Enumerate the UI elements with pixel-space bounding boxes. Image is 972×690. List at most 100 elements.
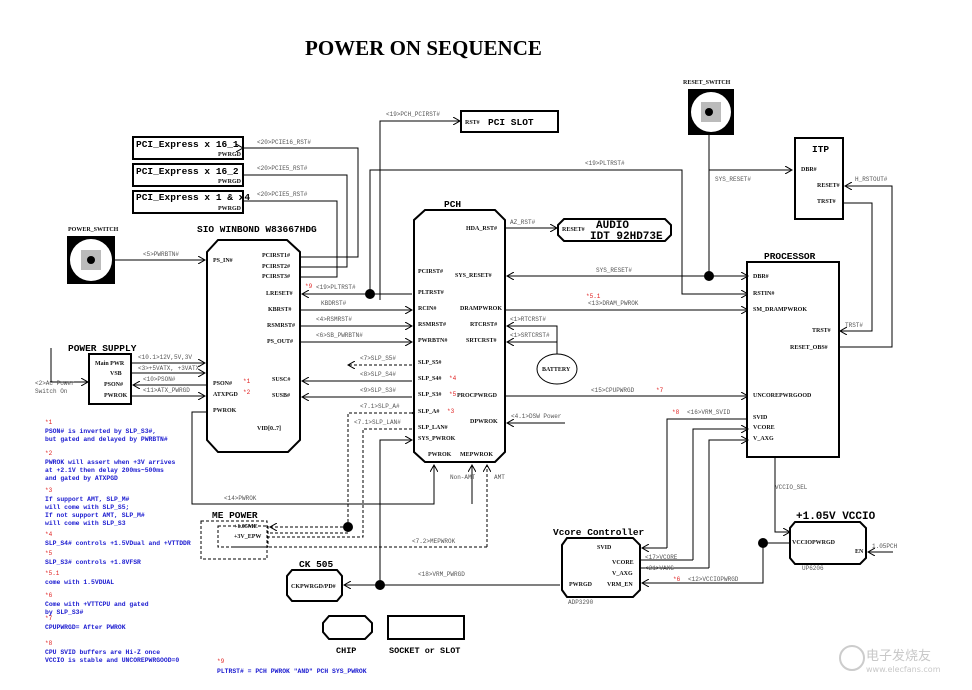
- junction-slp-a: [343, 522, 353, 532]
- sig-pcie16-rst: <20>PCIE16_RST#: [257, 139, 311, 146]
- marker-5-1: *5.1: [586, 293, 601, 300]
- sig-amt: AMT: [494, 474, 505, 481]
- sio-pin-pwrok: PWROK: [213, 408, 237, 414]
- vccio-name: +1.05V VCCIO: [796, 511, 876, 523]
- wire-slp-a: [347, 413, 412, 527]
- note-marker: *1: [45, 419, 53, 426]
- sio-pin-vid: VID[0..7]: [257, 426, 281, 432]
- sig-slp-a: <7.1>SLP_A#: [360, 403, 400, 410]
- note-line: PWROK will assert when +3V arrives: [45, 459, 176, 466]
- note-marker: *4: [45, 531, 53, 538]
- sig-vrm-pwrgd: <18>VRM_PWRGD: [418, 571, 465, 578]
- sig-dsw-power: <4.1>DSW Power: [511, 413, 562, 420]
- audio-block: RESET# AUDIO IDT 92HD73E: [557, 218, 672, 243]
- note-line: by SLP_S3#: [45, 609, 84, 616]
- note-line: will come with SLP_S3: [45, 520, 126, 527]
- sio-block: SIO WINBOND W83667HDG PS_IN# PSON# ATXPG…: [197, 224, 317, 453]
- pcie-x16-2-block: PCI_Express x 16_2 PWRGD: [132, 163, 244, 187]
- sig-sys-reset-switch: SYS_RESET#: [715, 176, 751, 183]
- sig-atx-pwrgd: <11>ATX_PWRGD: [143, 387, 190, 394]
- pch-pin-srtcrst: SRTCRST#: [466, 338, 496, 344]
- marker-4: *4: [449, 375, 457, 382]
- note-line: and gated by ATXPGD: [45, 475, 118, 482]
- me-power-pin-105me: +1.05ME: [234, 524, 258, 530]
- pch-pin-hda-rst: HDA_RST#: [466, 226, 497, 232]
- sig-rsmrst: <4>RSMRST#: [316, 316, 352, 323]
- itp-block: ITP DBR# RESET# TRST#: [794, 137, 844, 220]
- sig-pwrok: <14>PWROK: [224, 495, 257, 502]
- sig-pcie5-rst-a: <20>PCIE5_RST#: [257, 165, 308, 172]
- note-line: CPUPWRGD= After PWROK: [45, 624, 126, 631]
- pcie-x16-2-pin: PWRGD: [218, 179, 242, 185]
- sio-pin-pcirst1: PCIRST1#: [262, 253, 290, 259]
- vcore-pin-pwrgd: PWRGD: [569, 582, 593, 588]
- marker-3: *3: [447, 408, 455, 415]
- pch-pin-slp-s3: SLP_S3#: [418, 392, 441, 398]
- sig-main-pwr: <10.1>12V,5V,3V: [138, 354, 192, 361]
- vcore-pin-vcore: VCORE: [612, 560, 634, 566]
- pch-pin-dpwrok: DPWROK: [470, 419, 498, 425]
- sig-pch-pcirst: <19>PCH_PCIRST#: [386, 111, 440, 118]
- reset-button-icon: [705, 108, 713, 116]
- pci-slot-pin: RST#: [465, 120, 480, 126]
- note-line: SLP_S3# controls +1.8VFSR: [45, 559, 141, 566]
- sig-trst: TRST#: [845, 322, 863, 329]
- vccio-pin-vcciopwrgd: VCCIOPWRGD: [792, 540, 836, 546]
- proc-pin-dbr: DBR#: [753, 274, 769, 280]
- note-marker: *6: [45, 592, 53, 599]
- sio-pin-pcirst3: PCIRST3#: [262, 274, 290, 280]
- sig-vaxg: <21>VAXG: [645, 565, 674, 572]
- power-switch[interactable]: POWER_SWITCH: [67, 227, 119, 284]
- battery-block: BATTERY: [536, 353, 578, 385]
- note-marker: *7: [45, 615, 53, 622]
- vcore-pin-vrm-en: VRM_EN: [607, 582, 633, 588]
- vcore-name: Vcore Controller: [553, 527, 645, 538]
- power-switch-label: POWER_SWITCH: [68, 227, 119, 233]
- sig-srtcrst: <1>SRTCRST#: [510, 332, 550, 339]
- sio-pin-atxpgd: ATXPGD: [213, 392, 239, 398]
- wire-pcie16-rst: [243, 148, 359, 258]
- sio-pin-pson: PSON#: [213, 381, 232, 387]
- marker-5: *5: [449, 391, 457, 398]
- pch-pin-procpwrgd: PROCPWRGD: [457, 393, 498, 399]
- sig-pwrbtn: <5>PWRBTN#: [143, 251, 179, 258]
- wire-trst: [840, 202, 873, 331]
- sig-h-rstout: H_RSTOUT#: [855, 176, 888, 183]
- pch-pin-mepwrok: MEPWROK: [460, 452, 493, 458]
- sig-vrm-svid: <16>VRM_SVID: [687, 409, 731, 416]
- pcie-x1-x4-pin: PWRGD: [218, 206, 242, 212]
- page-title: POWER ON SEQUENCE: [305, 36, 542, 60]
- sig-pson: <10>PSON#: [143, 376, 176, 383]
- reset-switch[interactable]: RESET_SWITCH: [683, 80, 734, 135]
- note-9-text: PLTRST# = PCH PWROK "AND" PCH SYS_PWROK: [217, 668, 367, 675]
- watermark-url: www.elecfans.com: [866, 665, 941, 674]
- proc-pin-vaxg: V_AXG: [753, 436, 774, 442]
- pch-pin-slp-s4: SLP_S4#: [418, 376, 441, 382]
- pch-pin-slp-a: SLP_A#: [418, 409, 439, 415]
- pci-slot-name: PCI SLOT: [488, 117, 534, 128]
- legend-socket: SOCKET or SLOT: [387, 615, 465, 656]
- sig-slp-s5: <7>SLP_S5#: [360, 355, 396, 362]
- wire-pch-pcirst: [379, 121, 460, 300]
- ck505-name: CK 505: [299, 559, 334, 570]
- me-power-pin-3v-epw: +3V_EPW: [234, 534, 261, 540]
- sio-pin-lreset: LRESET#: [266, 291, 293, 297]
- legend-socket-label: SOCKET or SLOT: [389, 646, 460, 656]
- wire-vccio-sel: [774, 457, 790, 532]
- vccio-part: UP6206: [802, 565, 824, 572]
- audio-name: AUDIO: [596, 220, 629, 232]
- wire-vaxg: [708, 440, 748, 568]
- watermark-cn: 电子发烧友: [866, 648, 931, 664]
- audio-pin-reset: RESET#: [562, 227, 585, 233]
- marker-7: *7: [656, 387, 664, 394]
- wire-pcie5-rst-a: [243, 174, 348, 268]
- sig-vccio-sel: VCCIO_SEL: [775, 484, 808, 491]
- pch-pin-sys-pwrok: SYS_PWROK: [418, 436, 456, 442]
- proc-pin-vcore: VCORE: [753, 425, 775, 431]
- proc-pin-rstin: RSTIN#: [753, 291, 774, 297]
- note-line: CPU SVID buffers are Hi-Z once: [45, 649, 160, 656]
- pcie-x16-1-name: PCI_Express x 16_1: [136, 139, 239, 150]
- ps-pin-main-pwr: Main PWR: [95, 361, 125, 367]
